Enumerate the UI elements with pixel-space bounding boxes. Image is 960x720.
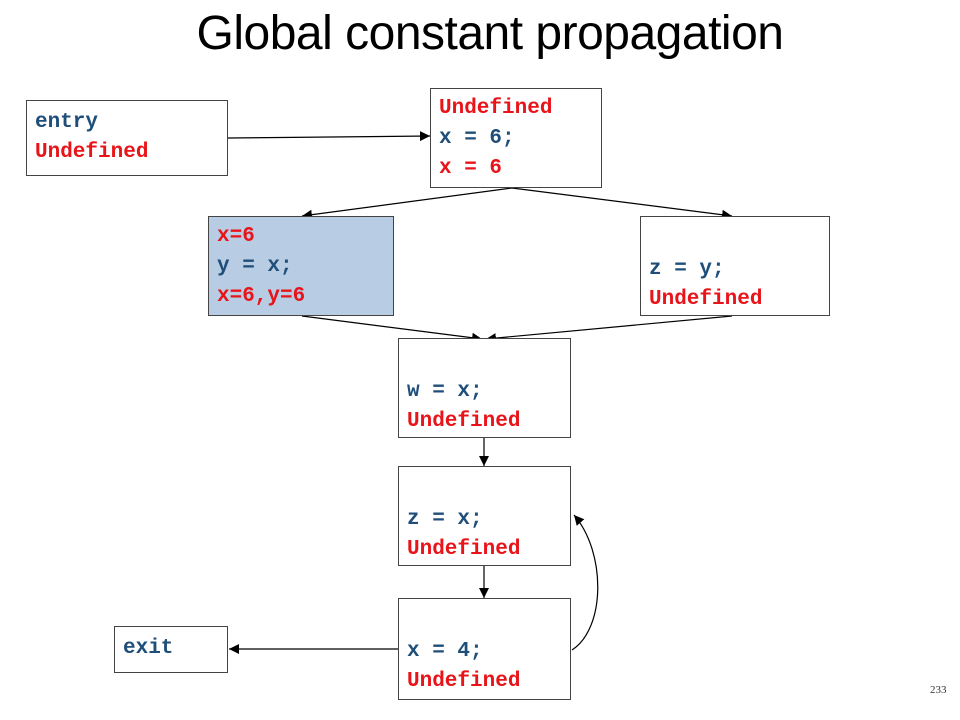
entry-label: entry — [35, 111, 99, 134]
node-fact-in: x=6 — [217, 225, 255, 248]
node-fact-out: x=6,y=6 — [217, 285, 306, 308]
node-code: y = x; — [217, 255, 293, 278]
edge-n6-n5-loop — [571, 514, 599, 651]
exit-label: exit — [123, 637, 174, 660]
node-y-eq-x: x=6 y = x; x=6,y=6 — [208, 216, 394, 316]
node-fact-out: Undefined — [649, 288, 763, 311]
node-code: x = 6; — [439, 127, 515, 150]
slide-title: Global constant propagation — [196, 7, 784, 60]
entry-fact: Undefined — [35, 141, 149, 164]
node-code: w = x; — [407, 380, 483, 403]
edge-n1-n2 — [301, 187, 513, 220]
node-x-eq-4: x = 4; Undefined — [398, 598, 571, 700]
node-fact-out: Undefined — [407, 670, 521, 693]
node-fact-out: x = 6 — [439, 157, 503, 180]
slide-number: 233 — [930, 684, 947, 696]
edge-entry-n1 — [227, 131, 431, 142]
node-z-eq-y: z = y; Undefined — [640, 216, 830, 316]
edge-n2-n4 — [301, 315, 483, 343]
node-x-eq-6: Undefined x = 6; x = 6 — [430, 88, 602, 188]
node-code: z = x; — [407, 508, 483, 531]
node-code: x = 4; — [407, 640, 483, 663]
edge-n3-n4 — [485, 315, 733, 344]
node-entry: entry Undefined — [26, 100, 228, 176]
node-fact-out: Undefined — [407, 410, 521, 433]
node-fact-in: Undefined — [439, 97, 553, 120]
node-fact-out: Undefined — [407, 538, 521, 561]
node-code: z = y; — [649, 258, 725, 281]
edge-n1-n3 — [511, 187, 733, 220]
node-w-eq-x: w = x; Undefined — [398, 338, 571, 438]
node-exit: exit — [114, 626, 228, 673]
node-z-eq-x: z = x; Undefined — [398, 466, 571, 566]
